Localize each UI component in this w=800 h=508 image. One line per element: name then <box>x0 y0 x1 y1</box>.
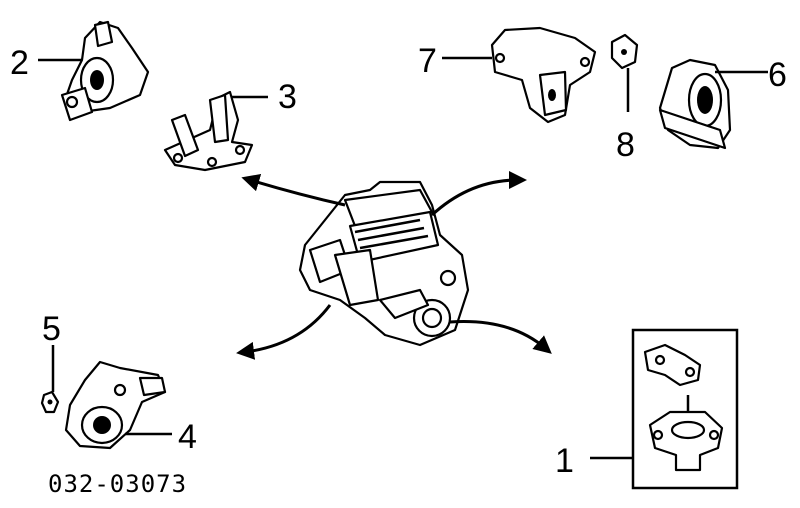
arrow-to-part-3 <box>241 173 346 207</box>
callout-2: 2 <box>10 44 29 82</box>
part-6-mount <box>658 58 732 150</box>
arrow-to-part-7 <box>430 171 527 217</box>
part-1-lower-mount <box>648 395 724 472</box>
callout-6: 6 <box>768 56 787 94</box>
part-8-nut <box>610 33 639 70</box>
arrow-to-part-1 <box>449 320 552 354</box>
callout-1: 1 <box>555 442 574 480</box>
part-3-bracket <box>163 90 254 172</box>
part-1-upper-bracket <box>643 343 702 387</box>
part-5-nut <box>40 390 60 414</box>
arrow-to-part-4 <box>236 304 332 360</box>
part-2-mount <box>60 20 150 122</box>
callout-7: 7 <box>418 42 437 80</box>
callout-4: 4 <box>178 418 197 456</box>
callout-5: 5 <box>42 310 61 348</box>
callout-8: 8 <box>616 126 635 164</box>
part-7-bracket <box>490 26 597 124</box>
part-4-mount <box>64 360 167 450</box>
diagram-code: 032-03073 <box>48 470 187 498</box>
callout-3: 3 <box>278 78 297 116</box>
engine-block <box>298 180 470 347</box>
